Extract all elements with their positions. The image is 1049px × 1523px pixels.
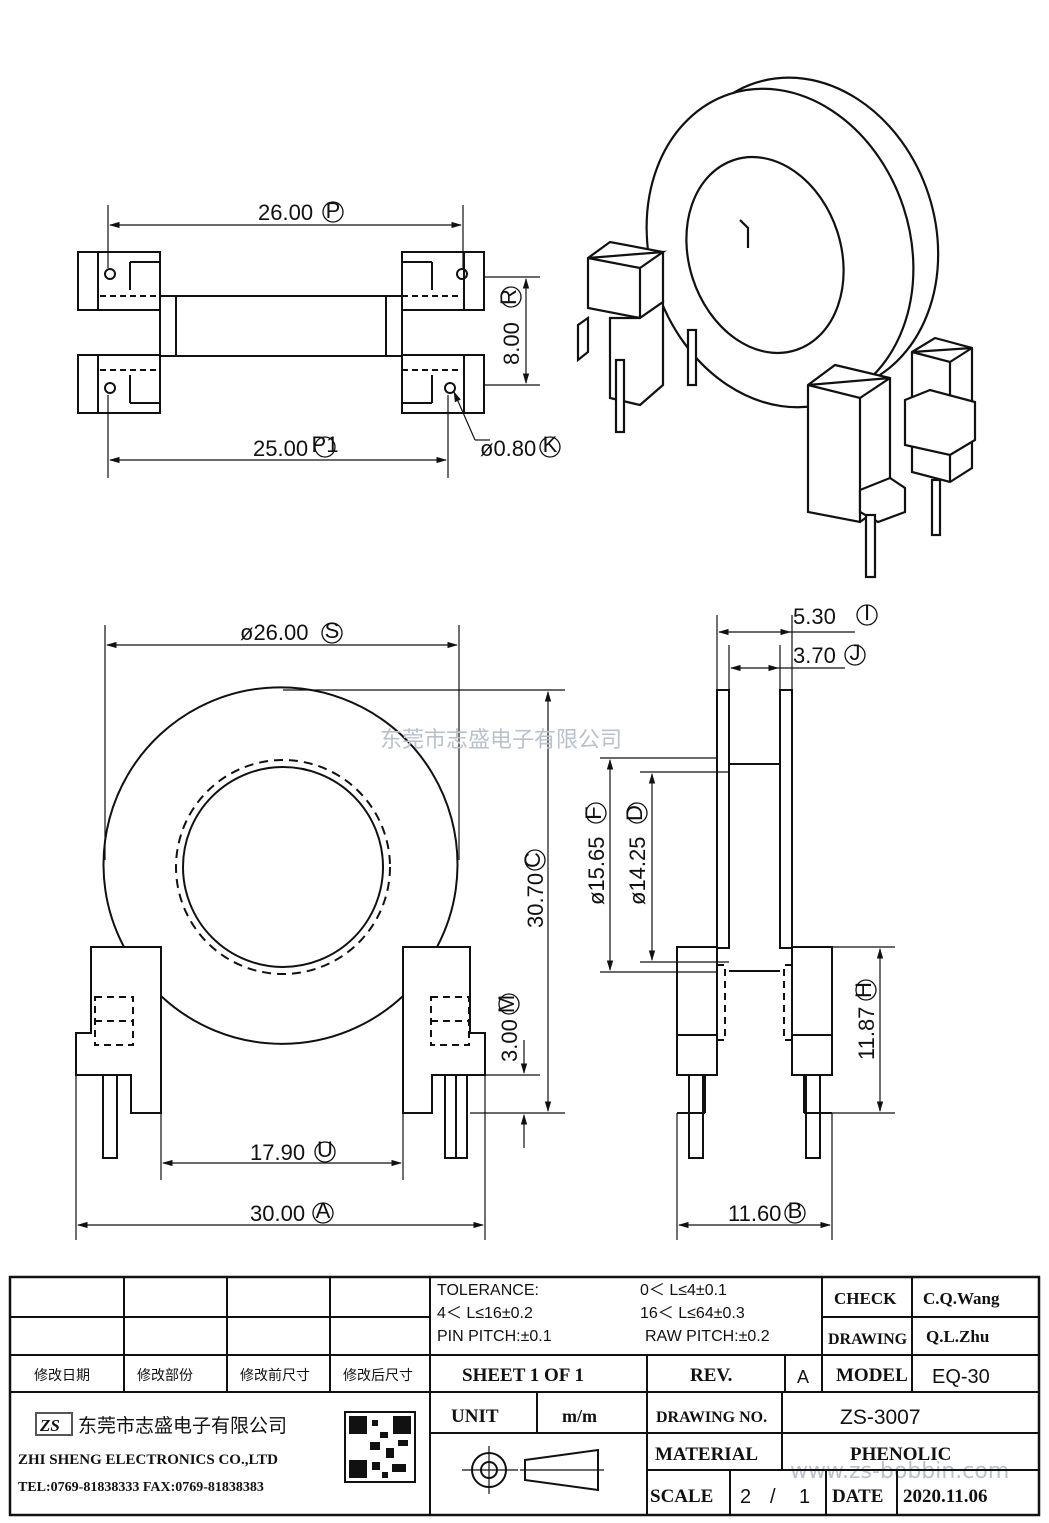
title-block bbox=[8, 1275, 1041, 1517]
unit-label: UNIT bbox=[451, 1406, 499, 1427]
rev-header-after: 修改后尺寸 bbox=[343, 1367, 413, 1383]
dim-p-tag: P bbox=[326, 198, 341, 223]
title-block-text: 修改日期 修改部份 修改前尺寸 修改后尺寸 ZS 东莞市志盛电子有限公司 ZHI… bbox=[18, 1282, 1000, 1508]
dim-j-tag: J bbox=[850, 640, 861, 665]
dim-m-value: 3.00 bbox=[497, 1019, 522, 1062]
scale-separator: / bbox=[770, 1486, 776, 1508]
side-view-labels: 5.30 I 3.70 J ø15.65 F ø14.25 D 11.87 H … bbox=[581, 600, 879, 1226]
dim-d-value: ø14.25 bbox=[625, 837, 650, 906]
scale-denominator: 1 bbox=[799, 1486, 810, 1508]
date-label: DATE bbox=[832, 1486, 883, 1507]
dim-u-tag: U bbox=[317, 1137, 333, 1162]
model-value: EQ-30 bbox=[932, 1366, 990, 1388]
front-view bbox=[75, 686, 486, 1159]
top-view-labels: 26.00 P 25.00 P1 8.00 R ø0.80 K bbox=[253, 198, 561, 461]
front-view-dimensions bbox=[75, 625, 565, 1240]
dim-b-value: 11.60 bbox=[728, 1201, 781, 1226]
watermark: 东莞市志盛电子有限公司 bbox=[380, 728, 622, 753]
front-view-labels: ø26.00 S 30.70 C 3.00 M 17.90 U 30.00 A bbox=[240, 618, 548, 1226]
scale-numerator: 2 bbox=[740, 1486, 751, 1508]
company-name-en: ZHI SHENG ELECTRONICS CO.,LTD bbox=[18, 1452, 278, 1468]
tolerance-1: 0＜ L≤4±0.1 bbox=[640, 1282, 727, 1299]
tolerance-3: 16＜ L≤64±0.3 bbox=[640, 1305, 745, 1322]
check-label: CHECK bbox=[834, 1289, 897, 1308]
tolerance-label: TOLERANCE: bbox=[437, 1282, 539, 1299]
dim-c-value: 30.70 bbox=[523, 873, 548, 928]
rev-header-date: 修改日期 bbox=[34, 1367, 90, 1383]
pin-pitch: PIN PITCH:±0.1 bbox=[437, 1328, 552, 1345]
rev-header-before: 修改前尺寸 bbox=[240, 1367, 310, 1383]
company-contact: TEL:0769-81838333 FAX:0769-81838383 bbox=[18, 1480, 264, 1495]
dim-u-value: 17.90 bbox=[250, 1140, 305, 1165]
company-name-cn: 东莞市志盛电子有限公司 bbox=[78, 1415, 287, 1437]
top-view bbox=[77, 251, 485, 414]
dim-a-value: 30.00 bbox=[250, 1201, 305, 1226]
sheet-info: SHEET 1 OF 1 bbox=[462, 1365, 584, 1386]
dim-m-tag: M bbox=[494, 995, 519, 1013]
top-view-dimensions bbox=[107, 205, 540, 478]
dim-p1-tag: P1 bbox=[312, 432, 339, 457]
dim-r-tag: R bbox=[496, 289, 521, 305]
dim-s-value: ø26.00 bbox=[240, 620, 309, 645]
dim-b-tag: B bbox=[788, 1198, 803, 1223]
dim-f-tag: F bbox=[581, 806, 606, 819]
material-value: PHENOLIC bbox=[850, 1444, 951, 1465]
dim-k-value: ø0.80 bbox=[480, 436, 536, 461]
dim-r-value: 8.00 bbox=[499, 322, 524, 365]
date-value: 2020.11.06 bbox=[903, 1486, 987, 1507]
tolerance-2: 4＜ L≤16±0.2 bbox=[437, 1305, 533, 1322]
dim-i-tag: I bbox=[864, 600, 870, 625]
dim-h-tag: H bbox=[851, 982, 876, 998]
side-view bbox=[676, 689, 833, 1159]
material-label: MATERIAL bbox=[655, 1444, 758, 1465]
dim-d-tag: D bbox=[622, 805, 647, 821]
dim-f-value: ø15.65 bbox=[584, 837, 609, 906]
drawing-no-value: ZS-3007 bbox=[840, 1406, 921, 1429]
dim-p-value: 26.00 bbox=[258, 200, 313, 225]
drawing-no-label: DRAWING NO. bbox=[656, 1409, 767, 1426]
dim-a-tag: A bbox=[316, 1198, 331, 1223]
dim-c-tag: C bbox=[520, 852, 545, 868]
company-logo: ZS bbox=[39, 1416, 60, 1435]
check-value: C.Q.Wang bbox=[923, 1289, 1000, 1308]
side-view-dimensions bbox=[600, 615, 895, 1240]
dim-p1-value: 25.00 bbox=[253, 436, 308, 461]
dim-s-tag: S bbox=[325, 618, 340, 643]
raw-pitch: RAW PITCH:±0.2 bbox=[645, 1328, 770, 1345]
drawing-value: Q.L.Zhu bbox=[926, 1327, 989, 1346]
dim-j-value: 3.70 bbox=[793, 643, 836, 668]
rev-header-part: 修改部份 bbox=[137, 1367, 193, 1383]
unit-value: m/m bbox=[562, 1406, 597, 1426]
drawing-label: DRAWING bbox=[828, 1331, 908, 1348]
rev-value: A bbox=[797, 1367, 809, 1387]
model-label: MODEL bbox=[836, 1365, 908, 1386]
isometric-view bbox=[576, 76, 977, 579]
rev-label: REV. bbox=[690, 1365, 732, 1386]
scale-label: SCALE bbox=[650, 1486, 713, 1507]
dim-k-tag: K bbox=[543, 432, 558, 457]
dim-h-value: 11.87 bbox=[854, 1007, 879, 1060]
dim-i-value: 5.30 bbox=[793, 604, 836, 629]
